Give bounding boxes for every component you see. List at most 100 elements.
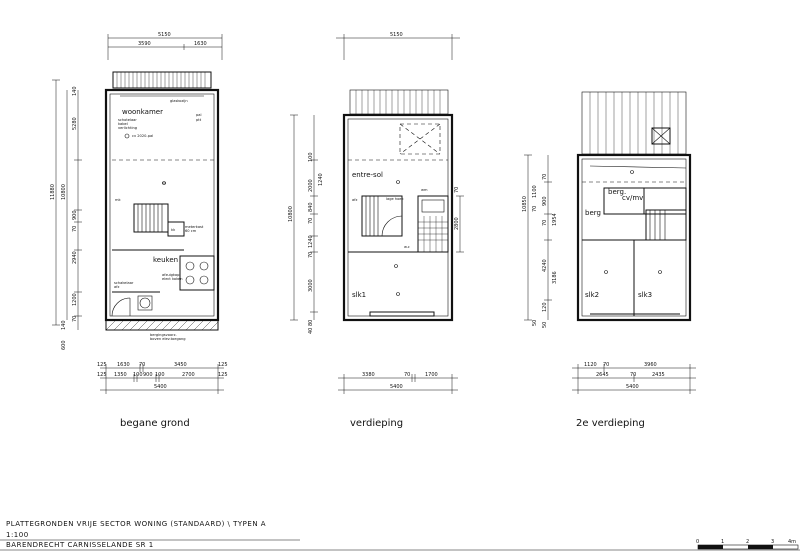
scale-label-0: 0 (696, 539, 699, 545)
ground-room-living: woonkamer (122, 108, 163, 116)
ground-dim-b2-4: 100 (155, 372, 165, 378)
first-dim-left-d10: 40 (308, 328, 314, 334)
scale-label-1: 1 (721, 539, 724, 545)
ground-note-meterkast: meterkast (185, 225, 204, 229)
second-dim-left-d9: 120 (542, 302, 548, 312)
ground-dim-b1-1: 1630 (117, 362, 130, 368)
ground-note-60cm: 60 cm (185, 229, 197, 233)
title-line-3: BARENDRECHT CARNISSELANDE SR 1 (6, 541, 154, 549)
second-dim-left-d10: 50 (532, 320, 538, 326)
second-dim-left-d8: 3186 (552, 271, 558, 284)
first-dim-left-d3: 1240 (318, 173, 324, 186)
second-room-storage-left: berg (585, 209, 601, 217)
first-dim-left-d2: 2000 (308, 179, 314, 192)
ground-dim-left-d9: 70 (72, 316, 78, 322)
ground-dim-b2-2: 100 (133, 372, 143, 378)
ground-note-elect-koken: elect koken (162, 277, 183, 281)
ground-dim-left-d8: 140 (61, 320, 67, 330)
ground-dim-b2-1: 1350 (114, 372, 127, 378)
first-dim-left-d9: 80 (308, 320, 314, 326)
title-block: PLATTEGRONDEN VRIJE SECTOR WONING (STAND… (0, 520, 800, 551)
ground-note-ptt: ptt (196, 118, 202, 122)
ground-dim-b1-4: 125 (218, 362, 228, 368)
second-floor-plan: berg. cv/mv berg slk2 slk3 10850 70 900 … (522, 91, 696, 429)
second-dim-b1-0: 1120 (584, 362, 597, 368)
ground-note-afzuigkap: afzuigkap (162, 273, 180, 277)
scale-label-4: 4m (788, 539, 796, 545)
first-note-lage-hoek: lage hoek (386, 197, 405, 201)
first-dim-left-d4: 840 (308, 202, 314, 212)
second-dim-left-d2: 900 (542, 196, 548, 206)
first-dim-bottom-1: 70 (404, 372, 410, 378)
first-dim-left-d5: 70 (308, 218, 314, 224)
second-dim-left-d7: 4240 (542, 259, 548, 272)
second-dim-b2-0: 2645 (596, 372, 609, 378)
second-dim-left-d11: 50 (542, 322, 548, 328)
ground-note-mk: mk (115, 198, 122, 202)
ground-floor-plan: 5150 3590 1630 glaskozijn woonkamer pal (50, 32, 228, 429)
second-dim-b2-1: 70 (630, 372, 636, 378)
second-dim-b1-1: 70 (603, 362, 609, 368)
second-dim-left-d3: 1100 (532, 185, 538, 198)
first-note-afz: afz (352, 198, 357, 202)
ground-dim-left-d5: 70 (72, 226, 78, 232)
ground-note-glaskozijn: glaskozijn (170, 99, 188, 103)
ground-dim-left-inner: 10800 (61, 184, 67, 200)
ground-note-schotelaar: schotelaar (118, 118, 137, 122)
caption-second-floor: 2e verdieping (576, 418, 645, 429)
caption-ground-floor: begane grond (120, 418, 190, 429)
scale-label-3: 3 (771, 539, 774, 545)
ground-dim-b1-3: 3450 (174, 362, 187, 368)
first-dim-left-d8: 3000 (308, 279, 314, 292)
first-room-landing: entre-sol (352, 171, 383, 179)
second-dim-left-d4: 70 (532, 206, 538, 212)
ground-dim-left-d3: 1200 (72, 293, 78, 306)
second-room-bedroom2: slk2 (585, 291, 599, 299)
ground-note-cv: cv 2020-pal (132, 134, 153, 138)
ground-dim-bottom-total: 5400 (154, 384, 167, 390)
second-room-storage-cv: berg. (608, 188, 626, 196)
second-dim-bottom-total: 5400 (626, 384, 639, 390)
second-dim-left-d1: 70 (542, 174, 548, 180)
ground-dim-left-d1: 5280 (72, 117, 78, 130)
ground-dim-b2-6: 125 (218, 372, 228, 378)
second-dim-left-total: 10850 (522, 196, 528, 212)
ground-note-kabel: kabel (118, 122, 128, 126)
second-room-bedroom3: slk3 (638, 291, 652, 299)
second-dim-left-d5: 1954 (552, 213, 558, 226)
ground-dim-left-d4: 900 (72, 210, 78, 220)
ground-dim-top-total: 5150 (158, 32, 171, 38)
ground-dim-b1-0: 125 (97, 362, 107, 368)
first-note-wm: wm (421, 188, 428, 192)
ground-note-pal: pal (196, 113, 201, 117)
second-dim-b1-2: 3960 (644, 362, 657, 368)
ground-dim-left-total: 11880 (50, 184, 56, 200)
ground-note-verlichting: verlichting (118, 126, 137, 130)
first-dim-bottom-2: 1700 (425, 372, 438, 378)
second-dim-b2-2: 2435 (652, 372, 665, 378)
first-dim-right-d2: 2800 (454, 217, 460, 230)
ground-note-boven: boven elev.toegang (150, 337, 186, 341)
ground-dim-left-d2: 2940 (72, 251, 78, 264)
title-line-2: 1:100 (6, 531, 29, 539)
first-room-bedroom1: slk1 (352, 291, 366, 299)
first-dim-bottom-total: 5400 (390, 384, 403, 390)
first-dim-right-d1: 70 (454, 187, 460, 193)
ground-room-kitchen: keuken (153, 256, 178, 264)
ground-note-bergingsvoorz: bergingsvoorz. (150, 333, 177, 337)
scale-label-2: 2 (746, 539, 749, 545)
caption-first-floor: verdieping (350, 418, 403, 429)
ground-dim-left-d7: 600 (61, 340, 67, 350)
ground-note-afz: afz (114, 285, 119, 289)
first-dim-left-d6: 1240 (308, 235, 314, 248)
ground-dim-b2-5: 2700 (182, 372, 195, 378)
ground-dim-b1-2: 70 (139, 362, 145, 368)
ground-dim-b2-3: 900 (143, 372, 153, 378)
first-dim-left-d1: 100 (308, 152, 314, 162)
first-floor-plan: 5150 entre-sol lage hoek (288, 32, 464, 429)
scale-bar: 0 1 2 3 4m (696, 539, 799, 550)
first-dim-left-total: 10800 (288, 206, 294, 222)
first-dim-top-total: 5150 (390, 32, 403, 38)
ground-dim-top-a: 3590 (138, 41, 151, 47)
